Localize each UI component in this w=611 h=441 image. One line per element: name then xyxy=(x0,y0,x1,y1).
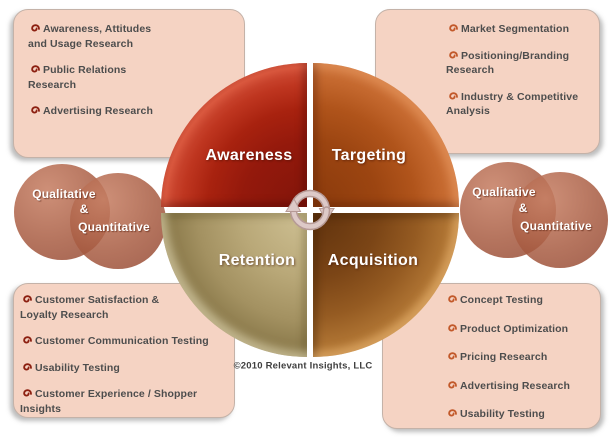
venn-left-qualitative-label: Qualitative xyxy=(32,187,96,201)
list-item-label: Positioning/Branding Research xyxy=(446,49,570,77)
swirl-bullet-icon xyxy=(23,295,32,303)
list-item: Concept Testing xyxy=(445,293,598,308)
list-item: Customer Satisfaction & Loyalty Research xyxy=(20,293,230,322)
venn-circle-right-2 xyxy=(512,172,608,268)
venn-left-ampersand-label: & xyxy=(79,202,89,216)
list-item-label: Market Segmentation xyxy=(461,23,570,35)
swirl-bullet-icon xyxy=(23,362,32,370)
swirl-bullet-icon xyxy=(449,91,458,99)
cycle-arrows-icon xyxy=(285,189,335,231)
swirl-bullet-icon xyxy=(448,380,457,388)
venn-left-quantitative-label: Quantitative xyxy=(78,220,150,234)
swirl-bullet-icon xyxy=(31,24,40,32)
swirl-bullet-icon xyxy=(448,409,457,417)
quadrant-label-targeting: Targeting xyxy=(331,147,407,164)
list-item-label: Customer Satisfaction & Loyalty Research xyxy=(20,294,160,321)
quadrant-label-awareness: Awareness xyxy=(205,147,293,164)
list-item: Product Optimization xyxy=(445,322,598,337)
swirl-bullet-icon xyxy=(23,389,32,397)
copyright-text: ©2010 Relevant Insights, LLC xyxy=(233,360,373,372)
list-item: Usability Testing xyxy=(445,407,598,422)
swirl-bullet-icon xyxy=(31,106,40,114)
list-item: Industry & Competitive Analysis xyxy=(446,90,595,119)
list-item-label: Industry & Competitive Analysis xyxy=(446,90,579,118)
list-item: Awareness, Attitudes and Usage Research xyxy=(28,22,236,51)
panel-awareness-research: Awareness, Attitudes and Usage Research … xyxy=(13,9,245,158)
list-item-label: Advertising Research xyxy=(43,105,153,117)
retention-research-list: Customer Satisfaction & Loyalty Research… xyxy=(20,293,230,416)
list-item: Advertising Research xyxy=(28,104,236,119)
list-item: Customer Experience / Shopper Insights xyxy=(20,387,230,416)
list-item: Public Relations Research xyxy=(28,63,236,92)
venn-right-qualitative-label: Qualitative xyxy=(472,185,536,199)
venn-circle-left-2 xyxy=(70,173,166,269)
list-item: Market Segmentation xyxy=(446,22,595,37)
list-item: Pricing Research xyxy=(445,350,598,365)
list-item: Positioning/Branding Research xyxy=(446,49,595,78)
targeting-research-list: Market Segmentation Positioning/Branding… xyxy=(446,22,595,119)
list-item-label: Pricing Research xyxy=(460,351,548,363)
swirl-bullet-icon xyxy=(448,323,457,331)
list-item: Advertising Research xyxy=(445,379,598,394)
swirl-bullet-icon xyxy=(448,295,457,303)
venn-right-ampersand-label: & xyxy=(518,201,528,215)
acquisition-research-list: Concept Testing Product Optimization Pri… xyxy=(445,293,598,422)
quadrant-label-retention: Retention xyxy=(218,252,296,269)
list-item-label: Customer Communication Testing xyxy=(35,335,209,347)
panel-acquisition-research: Concept Testing Product Optimization Pri… xyxy=(382,283,601,429)
swirl-bullet-icon xyxy=(449,50,458,58)
list-item: Usability Testing xyxy=(20,361,230,376)
swirl-bullet-icon xyxy=(23,336,32,344)
list-item-label: Public Relations Research xyxy=(28,64,127,91)
list-item-label: Usability Testing xyxy=(460,408,545,420)
list-item-label: Concept Testing xyxy=(460,294,543,306)
awareness-research-list: Awareness, Attitudes and Usage Research … xyxy=(28,22,236,119)
swirl-bullet-icon xyxy=(31,65,40,73)
swirl-bullet-icon xyxy=(448,352,457,360)
list-item-label: Usability Testing xyxy=(35,361,120,374)
list-item-label: Product Optimization xyxy=(460,322,569,335)
cycle-wheel: Awareness Targeting Retention Acquisitio… xyxy=(161,63,459,357)
list-item: Customer Communication Testing xyxy=(20,334,230,349)
venn-right-quantitative-label: Quantitative xyxy=(520,219,592,233)
swirl-bullet-icon xyxy=(449,24,458,32)
list-item-label: Customer Experience / Shopper Insights xyxy=(20,388,198,415)
quadrant-label-acquisition: Acquisition xyxy=(327,252,419,269)
list-item-label: Awareness, Attitudes and Usage Research xyxy=(28,23,152,50)
list-item-label: Advertising Research xyxy=(460,379,570,392)
